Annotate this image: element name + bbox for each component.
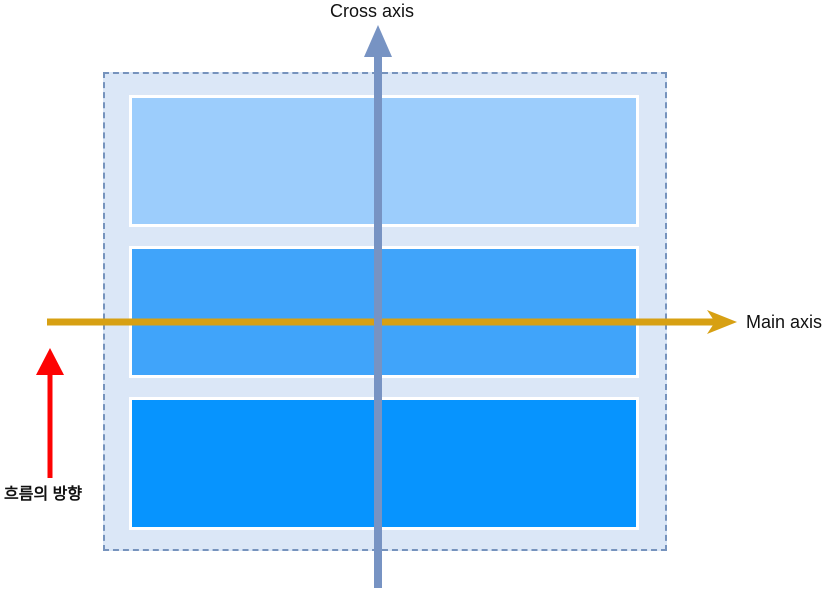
main-axis-arrowhead [707, 310, 737, 334]
cross-axis-shaft [374, 53, 382, 588]
flow-arrowhead [36, 348, 64, 375]
flex-item-1 [129, 95, 639, 227]
cross-axis-arrow-icon [364, 25, 392, 588]
flow-arrow-shaft [47, 370, 53, 478]
flex-item-3 [129, 397, 639, 530]
cross-axis-arrowhead [364, 25, 392, 57]
flex-item-2 [129, 246, 639, 378]
cross-axis-label: Cross axis [330, 1, 415, 21]
main-axis-label: Main axis [746, 312, 823, 332]
flow-direction-arrow-icon [36, 348, 64, 478]
flow-direction-label: 흐름의 방향 [4, 486, 83, 503]
main-axis-arrow-icon [47, 310, 737, 334]
